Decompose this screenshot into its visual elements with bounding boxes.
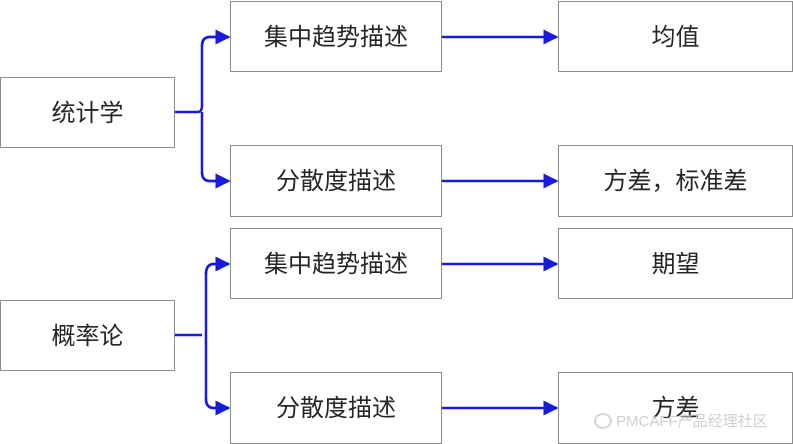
result-label: 方差 (651, 394, 700, 422)
result-label: 均值 (651, 22, 700, 51)
watermark: PMCAFF产品经理社区 (594, 410, 768, 431)
root-node-probability: 概率论 (0, 300, 175, 371)
method-node-central-tendency: 集中趋势描述 (230, 1, 442, 72)
watermark-text: PMCAFF产品经理社区 (616, 413, 768, 430)
result-label: 期望 (651, 249, 700, 278)
method-node-dispersion: 分散度描述 (230, 145, 442, 217)
root-label: 概率论 (51, 321, 124, 350)
arrow-bottom-1 (200, 171, 231, 189)
method-node-dispersion: 分散度描述 (230, 372, 442, 444)
bracket-connector-1 (175, 35, 229, 181)
method-label: 分散度描述 (276, 167, 396, 195)
pmcaff-logo-icon (594, 412, 612, 429)
root-label: 统计学 (51, 98, 124, 127)
method-label: 集中趋势描述 (264, 22, 408, 51)
method-label: 分散度描述 (276, 394, 396, 422)
arrow-top-1 (200, 29, 231, 47)
result-node-expectation: 期望 (558, 228, 793, 299)
result-node-mean: 均值 (558, 1, 793, 72)
method-node-central-tendency: 集中趋势描述 (230, 228, 442, 299)
bracket-connector-2 (175, 262, 229, 410)
result-node-variance-stddev: 方差，标准差 (558, 145, 793, 217)
result-node-variance: 方差 (558, 372, 793, 444)
result-label: 方差，标准差 (603, 167, 748, 195)
arrow-top-2 (204, 256, 231, 275)
arrow-bottom-2 (204, 398, 231, 416)
root-node-statistics: 统计学 (0, 77, 175, 148)
method-label: 集中趋势描述 (264, 249, 408, 278)
